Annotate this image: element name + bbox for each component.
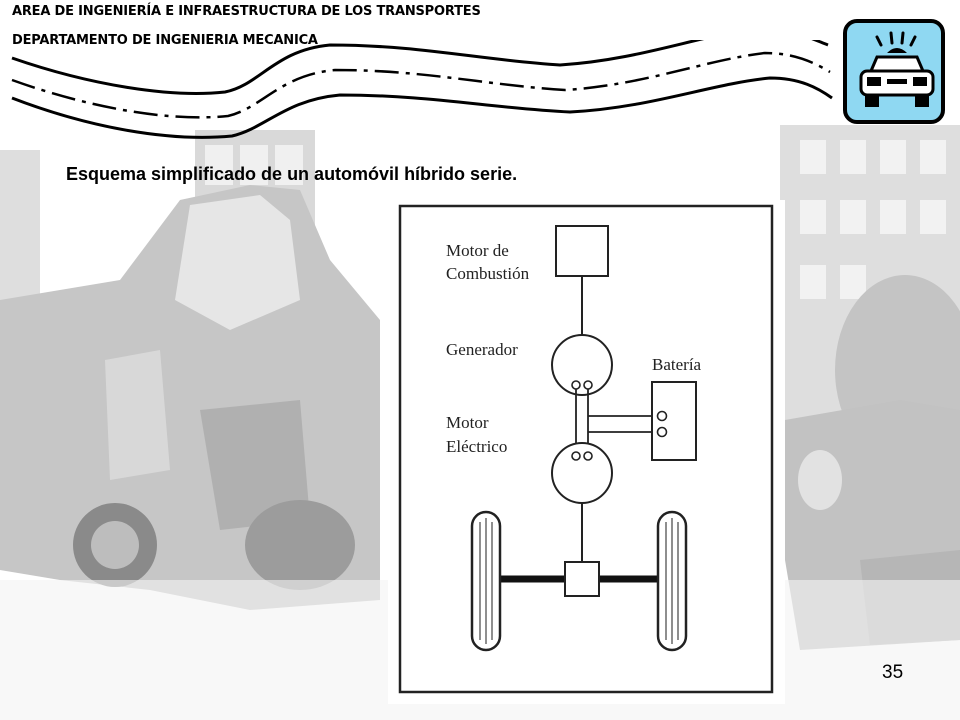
battery-box	[651, 381, 697, 461]
diagram-drawing	[388, 200, 785, 704]
left-wheel	[470, 510, 502, 652]
hybrid-series-diagram: Motor de Combustión Generador Batería Mo…	[388, 200, 785, 704]
engine-box	[555, 225, 609, 277]
page-number: 35	[882, 662, 904, 683]
slide-title: Esquema simplificado de un automóvil híb…	[66, 164, 518, 184]
header-institution: AREA DE INGENIERÍA E INFRAESTRUCTURA DE …	[12, 4, 481, 19]
label-battery: Batería	[652, 355, 702, 374]
generator-circle	[551, 334, 613, 396]
electric-motor-circle	[551, 442, 613, 504]
differential-box	[564, 561, 600, 597]
label-combustion-engine-line1: Motor de	[446, 241, 509, 260]
car-with-siren-icon	[843, 19, 945, 124]
label-generator: Generador	[446, 340, 518, 359]
road-decoration	[11, 40, 833, 139]
label-electric-motor-line1: Motor	[446, 413, 489, 432]
right-wheel	[656, 510, 688, 652]
label-combustion-engine-line2: Combustión	[446, 264, 530, 283]
label-electric-motor-line2: Eléctrico	[446, 437, 508, 456]
header-department: DEPARTAMENTO DE INGENIERIA MECANICA	[12, 33, 318, 48]
